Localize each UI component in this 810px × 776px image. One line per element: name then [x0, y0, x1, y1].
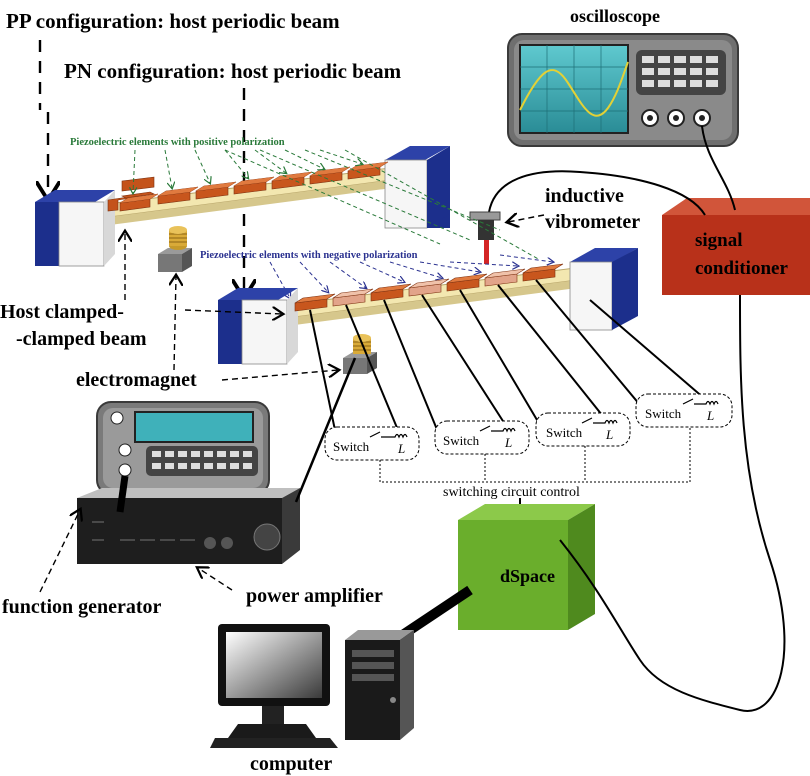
oscilloscope — [507, 33, 739, 147]
shunt-wires — [309, 279, 713, 436]
host-beam-arrow-2 — [184, 310, 282, 314]
pn-beam-assembly — [218, 248, 638, 365]
switching-control-label: switching circuit control — [443, 485, 580, 500]
conditioner-label: conditioner — [695, 258, 788, 279]
switch-3-label: Switch — [546, 425, 583, 440]
electromagnet-upper — [158, 226, 192, 272]
electromagnet-arrow-1 — [174, 276, 176, 371]
power-amplifier-arrow — [198, 568, 233, 591]
pp-beam-assembly — [35, 146, 450, 267]
inductor-4-label: L — [706, 408, 714, 423]
switch-unit-1: Switch L — [324, 426, 420, 461]
computer-label: computer — [250, 753, 332, 775]
vibrometer-label: vibrometer — [545, 211, 640, 233]
scope-cable — [701, 125, 736, 211]
electromagnet-label: electromagnet — [76, 369, 197, 391]
clamped-beam-label: -clamped beam — [16, 328, 147, 350]
oscilloscope-label: oscilloscope — [570, 6, 660, 26]
function-generator-label: function generator — [2, 596, 162, 618]
electromagnet-arrow-2 — [221, 370, 338, 381]
switch-unit-3: Switch L — [535, 412, 631, 447]
negative-pointer-arrows — [269, 254, 553, 298]
power-amplifier-label: power amplifier — [246, 585, 383, 607]
amp-magnet-cable — [294, 357, 357, 503]
switch-unit-4: Switch L — [635, 393, 733, 428]
vibrometer-arrow — [508, 215, 545, 222]
signal-conditioner — [662, 198, 810, 295]
positive-pointer-arrows — [133, 149, 541, 261]
vibrometer-cable — [488, 170, 706, 216]
piezo-negative-label: Piezoelectric elements with negative pol… — [200, 250, 418, 261]
power-amplifier — [77, 488, 300, 564]
conditioner-cable — [559, 294, 786, 712]
dspace-label: dSpace — [500, 566, 555, 586]
inductor-3-label: L — [605, 427, 613, 442]
signal-label: signal — [695, 230, 743, 251]
switch-4-label: Switch — [645, 406, 682, 421]
switch-unit-2: Switch L — [434, 420, 530, 455]
inductor-2-label: L — [504, 435, 512, 450]
function-generator — [96, 401, 270, 495]
inductor-1-label: L — [397, 441, 405, 456]
switch-2-label: Switch — [443, 433, 480, 448]
pp-arrow — [40, 40, 48, 198]
generator-amp-cable — [116, 475, 129, 513]
pn-config-label: PN configuration: host periodic beam — [64, 59, 402, 83]
pp-config-label: PP configuration: host periodic beam — [6, 9, 340, 33]
switching-bus — [379, 427, 691, 483]
computer — [210, 624, 414, 748]
host-clamped-label: Host clamped- — [0, 301, 124, 323]
inductive-label: inductive — [545, 185, 624, 207]
function-generator-arrow — [39, 510, 80, 593]
piezo-positive-label: Piezoelectric elements with positive pol… — [70, 137, 285, 148]
switch-1-label: Switch — [333, 439, 370, 454]
